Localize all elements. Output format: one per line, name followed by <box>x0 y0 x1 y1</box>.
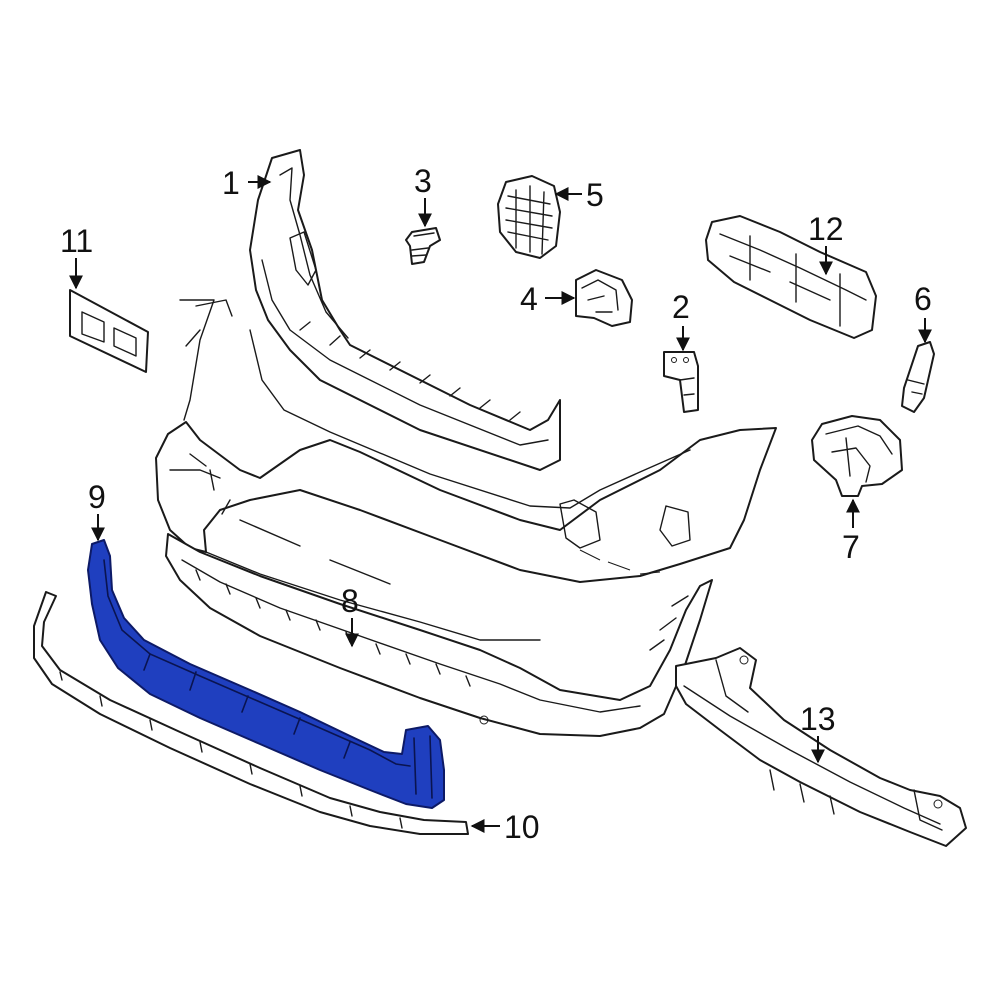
callout-1: 1 <box>222 165 240 201</box>
part-3-push-clip[interactable] <box>405 227 441 265</box>
callout-3: 3 <box>414 163 432 199</box>
callout-10: 10 <box>504 809 540 845</box>
part-9-lower-molding-highlighted[interactable] <box>87 539 445 809</box>
part-2-bracket[interactable] <box>663 351 699 413</box>
callout-6: 6 <box>914 281 932 317</box>
part-5-grille-insert[interactable] <box>497 175 561 259</box>
leader-arrows <box>69 175 932 833</box>
callout-12: 12 <box>808 211 844 247</box>
part-4-bracket[interactable] <box>575 269 633 327</box>
callout-5: 5 <box>586 177 604 213</box>
callout-8: 8 <box>341 583 359 619</box>
callout-2: 2 <box>672 289 690 325</box>
callout-13: 13 <box>800 701 836 737</box>
callout-7: 7 <box>842 529 860 565</box>
part-11-license-bracket[interactable] <box>69 289 149 373</box>
bumper-cover[interactable] <box>155 299 777 641</box>
part-7-side-bracket[interactable] <box>811 415 903 497</box>
callout-labels: 1 2 3 4 5 6 7 8 9 10 11 12 13 <box>60 163 932 845</box>
part-6-clip[interactable] <box>901 341 935 413</box>
part-12-energy-absorber[interactable] <box>705 215 877 339</box>
callout-4: 4 <box>520 281 538 317</box>
part-1-upper-support[interactable] <box>249 149 561 471</box>
part-10-trim-strip[interactable] <box>33 591 469 835</box>
callout-11: 11 <box>60 223 93 259</box>
callout-9: 9 <box>88 479 106 515</box>
part-8-lower-valance[interactable] <box>165 533 713 737</box>
part-13-impact-bar[interactable] <box>675 647 967 847</box>
